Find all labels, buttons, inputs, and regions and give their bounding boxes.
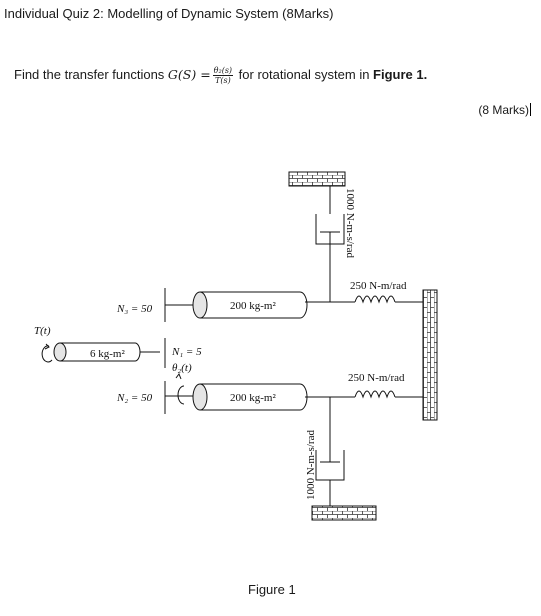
marks-label[interactable]: (8 Marks) [478, 103, 531, 117]
bottom-spring-label: 250 N-m/rad [348, 372, 405, 384]
bottom-wall [311, 505, 377, 521]
n2-label: N₂ = 50 [116, 392, 153, 404]
figure-reference: Figure 1. [373, 66, 428, 82]
bottom-spring [354, 390, 396, 399]
n3-label: N₃ = 50 [116, 303, 153, 315]
bottom-damper-label: 1000 N-m-s/rad [305, 430, 317, 500]
question-lead: Find the transfer functions [14, 66, 168, 82]
small-inertia-label: 6 kg-m² [90, 348, 125, 360]
top-spring-label: 250 N-m/rad [350, 280, 407, 292]
top-inertia-label: 200 kg-m² [230, 300, 276, 312]
theta2-label: θ₂(t) [172, 362, 192, 374]
top-wall [288, 171, 346, 187]
text-cursor [530, 103, 531, 116]
top-spring [354, 295, 396, 304]
transfer-function-fraction: θ₂(s)T(s) [212, 66, 234, 85]
question-text: Find the transfer functions G(S) =θ₂(s)T… [14, 66, 427, 85]
n1-label: N₁ = 5 [171, 346, 202, 358]
fraction-numerator: θ₂(s) [212, 66, 234, 76]
bottom-inertia-label: 200 kg-m² [230, 392, 276, 404]
torque-label: T(t) [34, 325, 51, 337]
right-wall [422, 289, 438, 421]
fraction-denominator: T(s) [215, 76, 231, 85]
question-mid: for rotational system in [235, 66, 374, 82]
page-title: Individual Quiz 2: Modelling of Dynamic … [4, 6, 334, 21]
transfer-function-label: G(S) = [167, 66, 211, 82]
figure-caption: Figure 1 [248, 582, 296, 597]
top-damper-label: 1000 N-m-s/rad [344, 188, 356, 258]
marks-text: (8 Marks) [478, 103, 529, 117]
top-inertia [200, 291, 308, 319]
